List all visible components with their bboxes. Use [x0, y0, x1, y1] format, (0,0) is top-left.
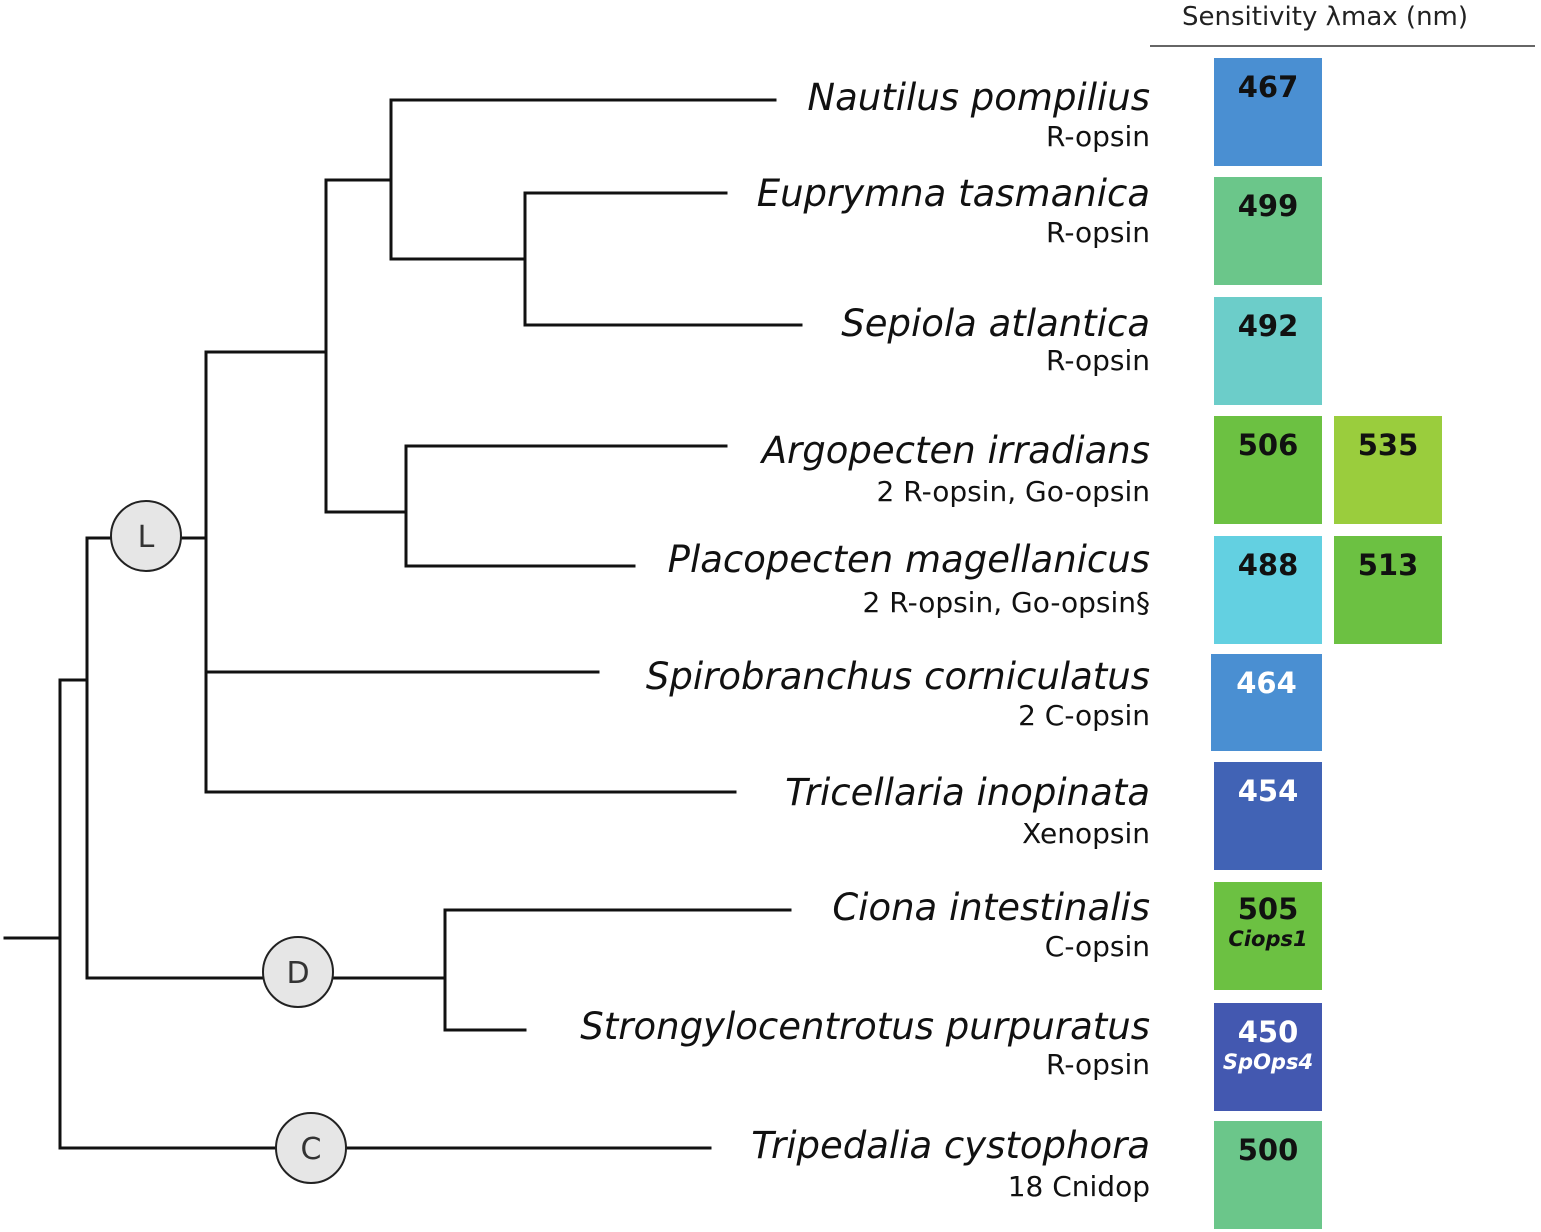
opsin-label: C-opsin: [1044, 930, 1150, 963]
sensitivity-value: 467: [1237, 70, 1299, 104]
sensitivity-value: 535: [1357, 428, 1419, 462]
sensitivity-value: 513: [1357, 548, 1419, 582]
sensitivity-value: 505: [1237, 892, 1299, 926]
header-underline: [1150, 45, 1535, 47]
sensitivity-box: 464: [1211, 654, 1322, 751]
opsin-label: 2 R-opsin, Go-opsin§: [862, 586, 1150, 619]
sensitivity-box: 499: [1214, 177, 1322, 285]
sensitivity-value: 500: [1237, 1133, 1299, 1167]
opsin-label: R-opsin: [1046, 344, 1150, 377]
node-c-label: C: [301, 1132, 322, 1167]
species-label: Tricellaria inopinata: [785, 771, 1150, 814]
sensitivity-value: 454: [1237, 774, 1299, 808]
species-label: Tripedalia cystophora: [751, 1124, 1150, 1167]
sensitivity-box: 513: [1334, 536, 1442, 644]
species-label: Nautilus pompilius: [807, 76, 1150, 119]
node-d-label: D: [286, 956, 309, 991]
species-label: Spirobranchus corniculatus: [645, 655, 1150, 698]
gene-name: Ciops1: [1228, 927, 1308, 951]
species-label: Argopecten irradians: [761, 429, 1150, 472]
node-d: D: [262, 936, 334, 1008]
sensitivity-value: 492: [1237, 309, 1299, 343]
species-label: Ciona intestinalis: [832, 886, 1150, 929]
opsin-label: R-opsin: [1046, 216, 1150, 249]
sensitivity-box: 492: [1214, 297, 1322, 405]
sensitivity-value: 488: [1237, 548, 1299, 582]
node-l-label: L: [138, 520, 155, 555]
sensitivity-box: 467: [1214, 58, 1322, 166]
species-label: Euprymna tasmanica: [756, 172, 1150, 215]
opsin-label: R-opsin: [1046, 120, 1150, 153]
sensitivity-value: 506: [1237, 428, 1299, 462]
opsin-label: Xenopsin: [1022, 817, 1150, 850]
sensitivity-box: 506: [1214, 416, 1322, 524]
opsin-label: 2 C-opsin: [1018, 699, 1150, 732]
sensitivity-value: 499: [1237, 189, 1299, 223]
sensitivity-box: 488: [1214, 536, 1322, 644]
gene-name: SpOps4: [1222, 1050, 1314, 1074]
sensitivity-box: 535: [1334, 416, 1442, 524]
sensitivity-header: Sensitivity λmax (nm): [1182, 2, 1469, 32]
opsin-label: 2 R-opsin, Go-opsin: [876, 475, 1150, 508]
node-c: C: [275, 1112, 347, 1184]
species-label: Strongylocentrotus purpuratus: [580, 1005, 1150, 1048]
sensitivity-value: 450: [1237, 1015, 1299, 1049]
node-l: L: [110, 500, 182, 572]
sensitivity-box: 500: [1214, 1121, 1322, 1229]
opsin-label: R-opsin: [1046, 1048, 1150, 1081]
sensitivity-value: 464: [1236, 666, 1297, 700]
species-label: Sepiola atlantica: [841, 302, 1150, 345]
opsin-label: 18 Cnidop: [1007, 1170, 1150, 1203]
species-label: Placopecten magellanicus: [667, 538, 1150, 581]
sensitivity-box: 454: [1214, 762, 1322, 870]
